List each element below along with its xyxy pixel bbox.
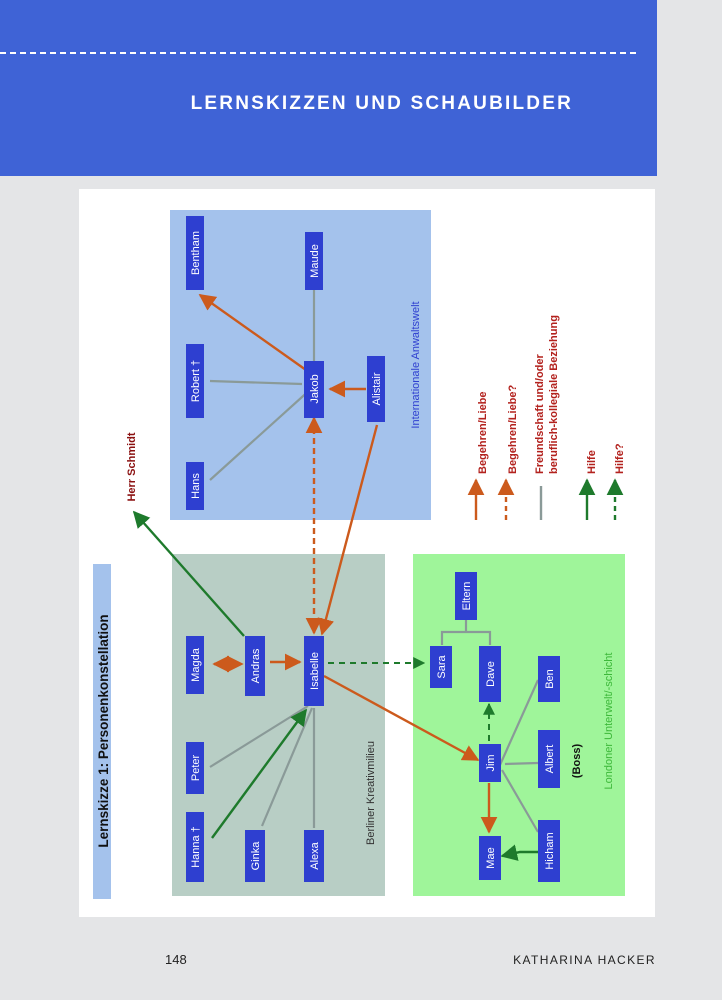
node-label: Maude: [309, 244, 321, 278]
node-label: Peter: [190, 755, 202, 782]
diagram-title-box: [93, 564, 111, 899]
diagram-title: Lernskizze 1: Personenkonstellation: [96, 614, 111, 847]
author-name: KATHARINA HACKER: [513, 953, 656, 967]
node-maude[interactable]: Maude: [305, 232, 323, 290]
node-label: Mae: [485, 847, 497, 868]
node-peter[interactable]: Peter: [186, 742, 204, 794]
legend-help-q: Hilfe?: [614, 443, 626, 474]
desire-dashed-arrows: [212, 416, 323, 673]
node-sara[interactable]: Sara: [430, 646, 452, 688]
node-label: Alexa: [309, 841, 321, 869]
node-jakob[interactable]: Jakob: [304, 361, 324, 418]
node-label: Robert †: [190, 360, 202, 402]
node-label: Magda: [190, 647, 202, 682]
node-label: Albert: [544, 745, 556, 774]
node-eltern[interactable]: Eltern: [455, 572, 477, 620]
node-label: Dave: [485, 661, 497, 687]
label-anwaltswelt: Internationale Anwaltswelt: [410, 301, 422, 428]
node-jim[interactable]: Jim: [479, 744, 501, 782]
legend-friend-1: Freundschaft und/oder: [534, 354, 546, 475]
node-mae[interactable]: Mae: [479, 836, 501, 880]
node-label: Hicham: [544, 832, 556, 869]
node-label: Hanna †: [190, 826, 202, 868]
node-hans[interactable]: Hans: [186, 462, 204, 510]
node-label: Sara: [436, 655, 448, 679]
node-alexa[interactable]: Alexa: [304, 830, 324, 882]
node-hanna[interactable]: Hanna †: [186, 812, 204, 882]
legend-help: Hilfe: [586, 450, 598, 474]
label-boss: (Boss): [571, 744, 583, 779]
node-label: Hans: [190, 473, 202, 499]
node-label: Ben: [544, 669, 556, 689]
node-label: Andras: [250, 648, 262, 683]
node-ginka[interactable]: Ginka: [245, 830, 265, 882]
help-dashed-arrows: [328, 657, 495, 741]
header-banner: LERNSKIZZEN UND SCHAUBILDER: [0, 0, 657, 176]
node-isabelle[interactable]: Isabelle: [304, 636, 324, 706]
node-label: Jakob: [309, 374, 321, 403]
node-robert[interactable]: Robert †: [186, 344, 204, 418]
node-label: Isabelle: [309, 652, 321, 690]
legend-desire-q: Begehren/Liebe?: [507, 384, 519, 474]
header-dash-line: [0, 52, 636, 54]
desire-arrows: [198, 294, 498, 834]
node-alistair[interactable]: Alistair: [367, 356, 385, 422]
header-title: LERNSKIZZEN UND SCHAUBILDER: [190, 93, 573, 114]
node-bentham[interactable]: Bentham: [186, 216, 204, 290]
node-label: Eltern: [461, 582, 473, 611]
node-label: Jim: [485, 754, 497, 771]
node-hicham[interactable]: Hicham: [538, 820, 560, 882]
node-andras[interactable]: Andras: [245, 636, 265, 696]
help-arrows: [132, 510, 538, 861]
label-london: Londoner Unterwelt/-schicht: [603, 653, 615, 790]
node-label: Alistair: [371, 372, 383, 405]
node-ben[interactable]: Ben: [538, 656, 560, 702]
node-label: Ginka: [250, 841, 262, 871]
node-label: Bentham: [190, 231, 202, 275]
page-number: 148: [165, 952, 187, 967]
label-herr-schmidt: Herr Schmidt: [126, 432, 138, 501]
legend-friend-2: beruflich-kollegiale Beziehung: [548, 315, 560, 474]
relation-lines: [209, 290, 540, 833]
legend: Begehren/Liebe Begehren/Liebe? Freundsch…: [467, 315, 626, 520]
legend-desire: Begehren/Liebe: [477, 391, 489, 474]
node-dave[interactable]: Dave: [479, 646, 501, 702]
node-albert[interactable]: Albert: [538, 730, 560, 788]
node-magda[interactable]: Magda: [186, 636, 204, 694]
label-berlin: Berliner Kreativmilieu: [365, 741, 377, 845]
